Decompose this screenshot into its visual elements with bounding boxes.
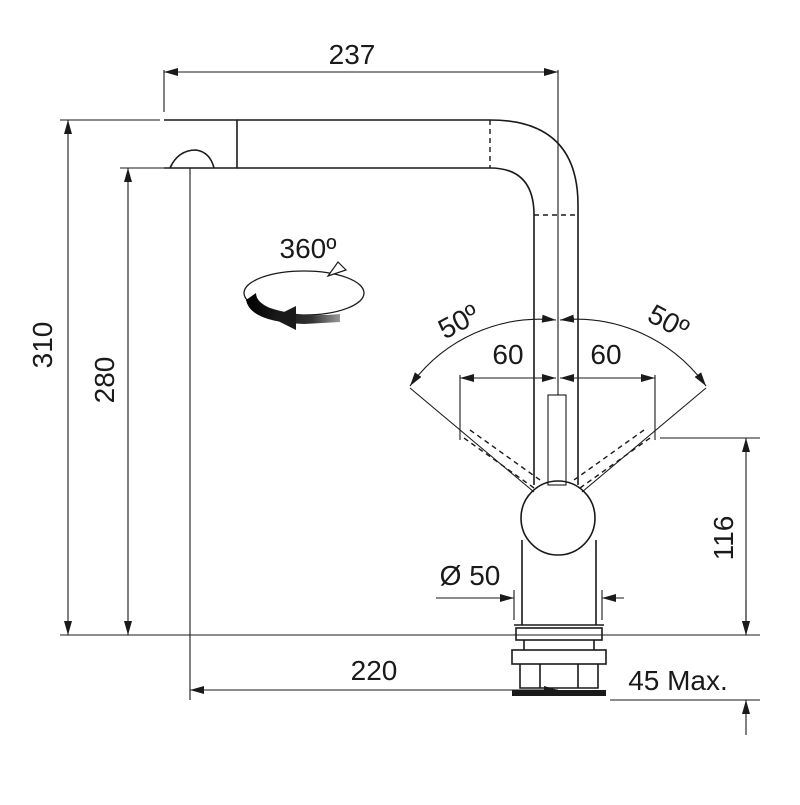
lever-ball bbox=[520, 480, 596, 556]
label-base-height: 116 bbox=[708, 516, 739, 561]
labels: 237 310 280 360º 50º 50º 60 60 116 Ø 50 … bbox=[27, 39, 739, 696]
label-countertop: 45 Max. bbox=[628, 665, 728, 696]
dim-arc-left bbox=[409, 314, 557, 387]
rotation-icon bbox=[243, 261, 365, 330]
aerator bbox=[169, 149, 215, 169]
faucet-body bbox=[164, 119, 651, 696]
label-handle-right: 60 bbox=[590, 339, 621, 370]
handle-left-position bbox=[463, 429, 541, 489]
handle-right-position bbox=[573, 429, 651, 489]
label-total-height: 310 bbox=[27, 322, 58, 369]
extension-lines bbox=[60, 70, 760, 701]
base-column bbox=[521, 540, 597, 625]
mount-ring bbox=[515, 627, 603, 641]
label-rotation: 360º bbox=[280, 233, 337, 264]
mount-plate bbox=[512, 690, 606, 696]
spout-pipe bbox=[237, 119, 579, 485]
label-reach: 220 bbox=[351, 655, 398, 686]
label-spout-height: 280 bbox=[89, 357, 120, 404]
label-top-width: 237 bbox=[329, 39, 376, 70]
mount-shank bbox=[523, 640, 595, 650]
spout-head bbox=[164, 119, 238, 169]
label-handle-left: 60 bbox=[492, 339, 523, 370]
mount-bracket bbox=[519, 664, 599, 689]
mount-nut bbox=[511, 649, 607, 665]
handle-neutral bbox=[547, 394, 567, 486]
label-angle-left: 50º bbox=[433, 298, 484, 345]
label-diameter: Ø 50 bbox=[440, 560, 501, 591]
spout-pipe-inner bbox=[237, 167, 535, 485]
dimension-lines bbox=[64, 68, 750, 735]
dim-arc-right bbox=[559, 314, 707, 387]
